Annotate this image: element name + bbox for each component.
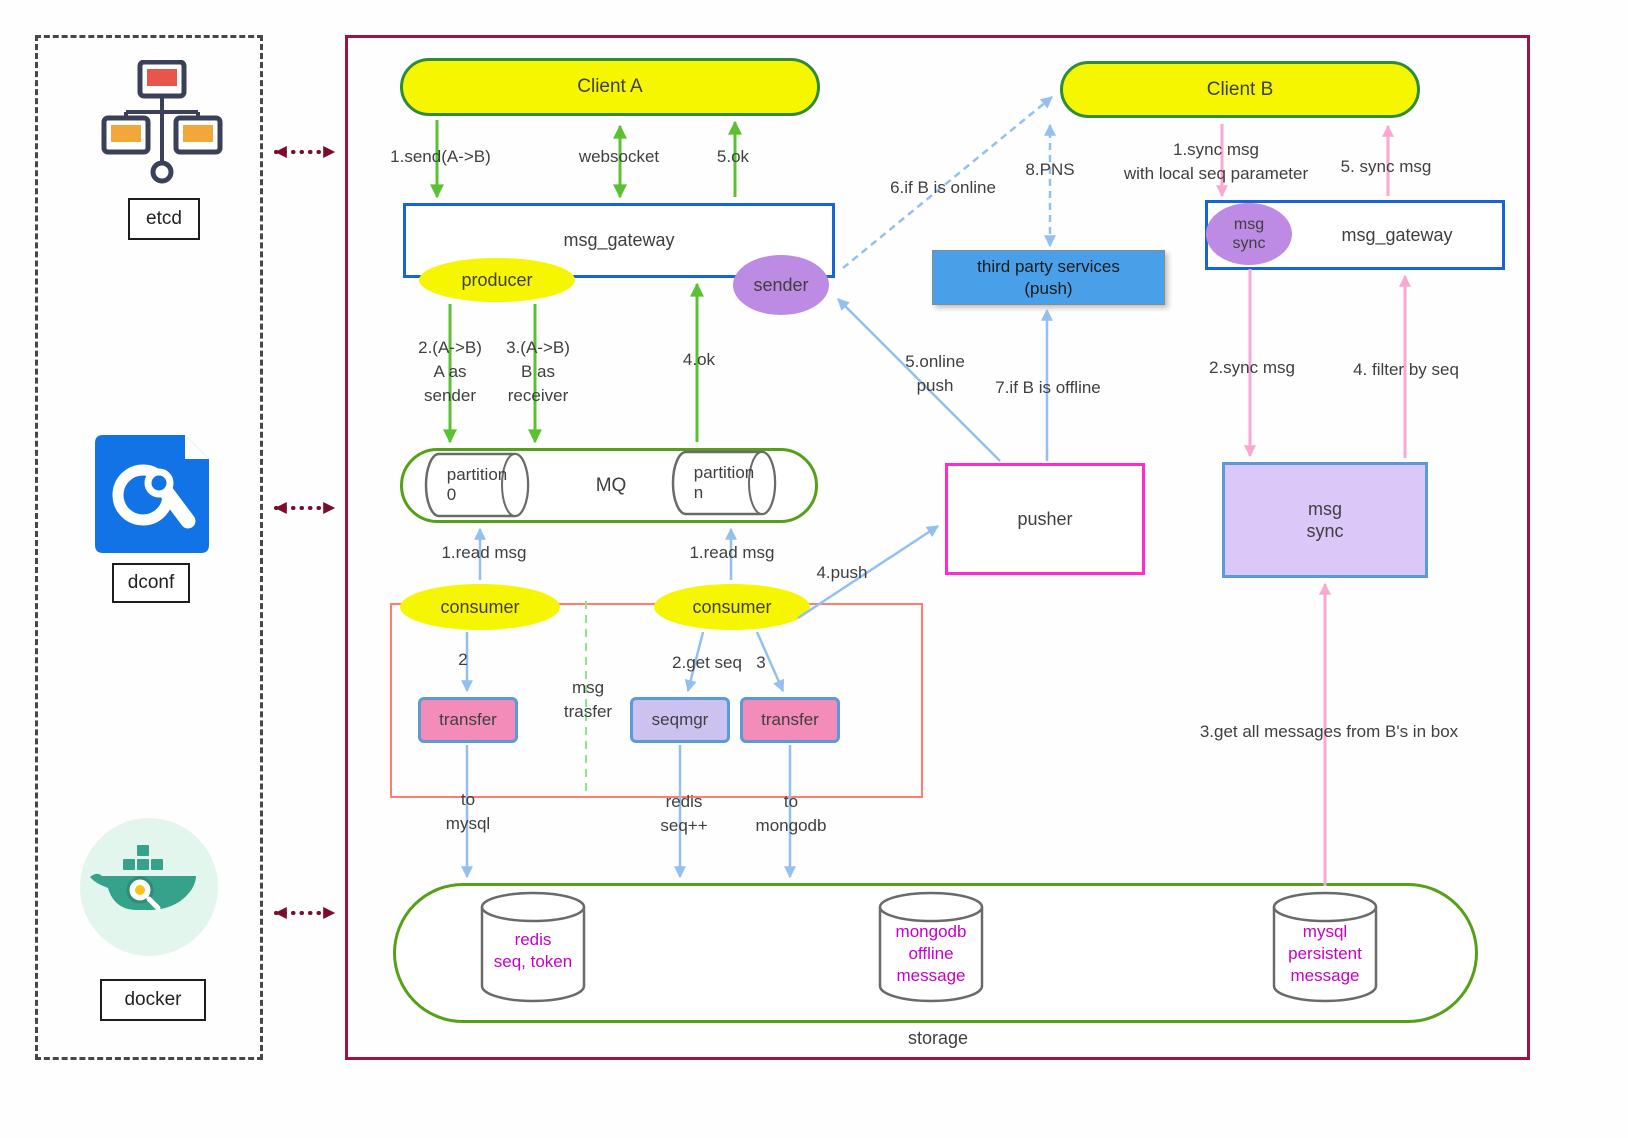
consumer-right-ellipse: consumer bbox=[654, 584, 810, 630]
label-get-all-messages: 3.get all messages from B's in box bbox=[1199, 722, 1459, 741]
msg-sync-service-node: msg sync bbox=[1222, 462, 1428, 578]
partition-n-label: partition n bbox=[693, 463, 755, 502]
redis-db-label: redis seq, token bbox=[493, 930, 573, 972]
docker-label: docker bbox=[100, 979, 206, 1021]
redis-db-cylinder: redis seq, token bbox=[480, 891, 586, 1003]
pusher-node: pusher bbox=[945, 463, 1145, 575]
label-5-ok: 5.ok bbox=[716, 147, 750, 166]
label-sync-msg-local-seq: 1.sync msg with local seq parameter bbox=[1123, 140, 1309, 184]
main-system-frame bbox=[345, 35, 1530, 1060]
label-send-a-to-b: 1.send(A->B) bbox=[390, 147, 491, 166]
sender-ellipse: sender bbox=[733, 255, 829, 315]
mongodb-label: mongodb offline message bbox=[895, 922, 967, 986]
label-a-as-sender: 2.(A->B) A as sender bbox=[418, 338, 482, 406]
label-online-push: 5.online push bbox=[905, 352, 965, 396]
label-get-seq: 2.get seq bbox=[672, 653, 742, 672]
client-a-node: Client A bbox=[400, 58, 820, 116]
mq-label: MQ bbox=[595, 474, 627, 496]
client-b-node: Client B bbox=[1060, 61, 1420, 118]
label-if-b-online: 6.if B is online bbox=[890, 178, 996, 197]
partition-0-label: partition 0 bbox=[446, 465, 508, 504]
label-read-msg-right: 1.read msg bbox=[689, 543, 775, 562]
label-if-b-offline: 7.if B is offline bbox=[995, 378, 1101, 397]
mongodb-cylinder: mongodb offline message bbox=[878, 891, 984, 1003]
seqmgr-node: seqmgr bbox=[630, 697, 730, 743]
label-4-push: 4.push bbox=[816, 563, 868, 582]
label-4-ok: 4.ok bbox=[682, 350, 716, 369]
label-b-as-receiver: 3.(A->B) B as receiver bbox=[506, 338, 570, 406]
partition-n-cylinder: partition n bbox=[671, 450, 777, 516]
label-websocket: websocket bbox=[578, 147, 660, 166]
storage-label: storage bbox=[907, 1028, 969, 1048]
partition-0-cylinder: partition 0 bbox=[424, 452, 530, 518]
dconf-icon bbox=[85, 433, 220, 560]
third-party-services-node: third party services (push) bbox=[932, 250, 1165, 305]
label-5-sync-msg: 5. sync msg bbox=[1340, 157, 1432, 176]
label-pns: 8.PNS bbox=[1025, 160, 1075, 179]
label-filter-by-seq: 4. filter by seq bbox=[1353, 360, 1459, 379]
transfer-left-node: transfer bbox=[418, 697, 518, 743]
consumer-left-ellipse: consumer bbox=[400, 584, 560, 630]
mysql-label: mysql persistent message bbox=[1288, 922, 1362, 986]
producer-ellipse: producer bbox=[419, 258, 575, 302]
label-2-sync-msg: 2.sync msg bbox=[1209, 358, 1295, 377]
dconf-label: dconf bbox=[112, 563, 190, 603]
etcd-cluster-icon bbox=[100, 59, 225, 200]
label-redis-seq-increment: redis seq++ bbox=[660, 792, 708, 836]
docker-icon bbox=[78, 816, 220, 963]
infrastructure-panel bbox=[35, 35, 263, 1060]
transfer-right-node: transfer bbox=[740, 697, 840, 743]
etcd-label: etcd bbox=[128, 198, 200, 240]
label-to-mongodb: to mongodb bbox=[755, 792, 827, 836]
label-step-3: 3 bbox=[756, 653, 766, 672]
label-to-mysql: to mysql bbox=[445, 790, 491, 834]
label-read-msg-left: 1.read msg bbox=[441, 543, 527, 562]
label-step-2: 2 bbox=[458, 650, 468, 669]
label-msg-trasfer: msg trasfer bbox=[563, 678, 613, 722]
mysql-cylinder: mysql persistent message bbox=[1272, 891, 1378, 1003]
msg-sync-ellipse: msg sync bbox=[1206, 203, 1292, 265]
